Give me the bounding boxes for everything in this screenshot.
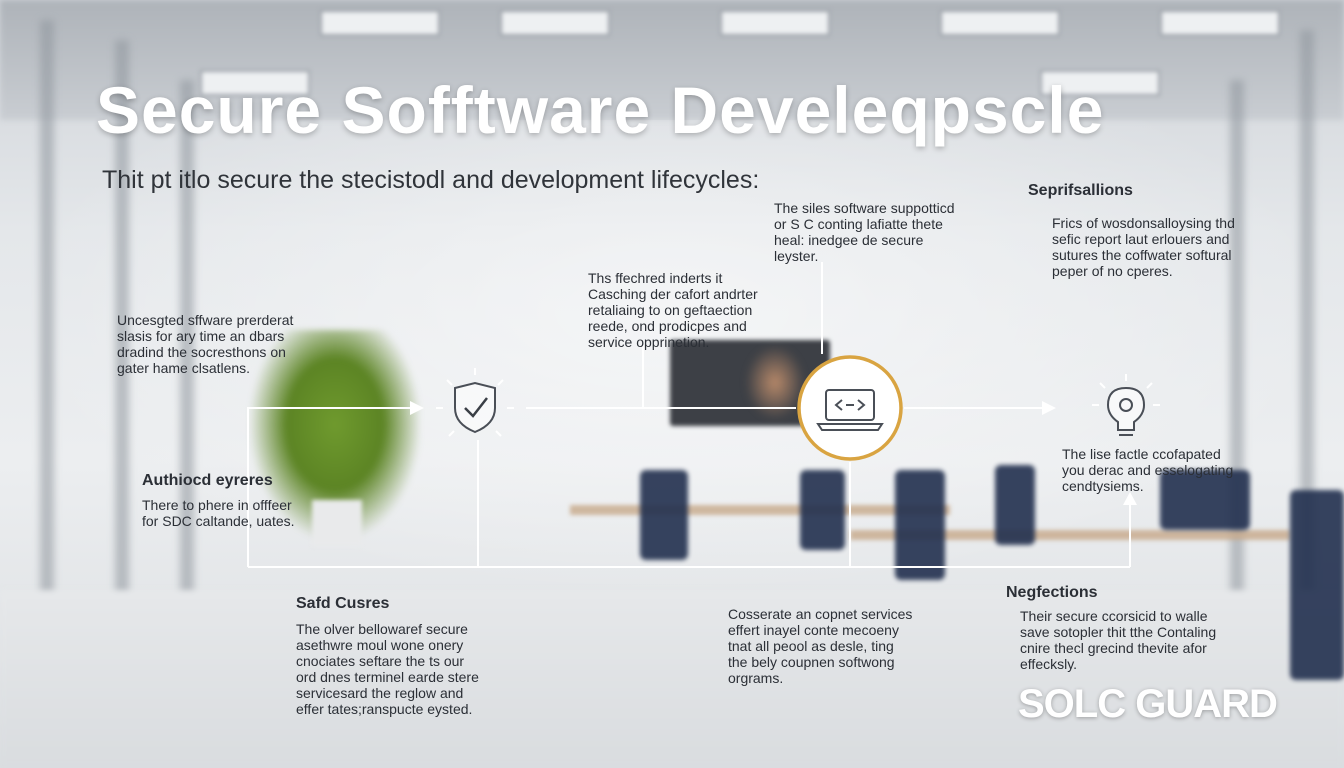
center-upper-note: Ths ffechred inderts it Casching der caf…	[588, 270, 778, 350]
text-line: Cosserate an copnet services	[728, 606, 913, 622]
text-line: There to phere in offfeer	[142, 497, 292, 513]
text-line: leyster.	[774, 248, 819, 264]
top-right-heading: Seprifsallions	[1028, 182, 1133, 199]
text-line: Their secure ccorsicid to walle	[1020, 608, 1208, 624]
flow-line-left	[247, 407, 418, 567]
brand-logo: SOLC GUARD	[1018, 682, 1278, 726]
ceiling	[0, 0, 1344, 120]
text-line: cnire thecl grecind thevite afor	[1020, 640, 1207, 656]
text-line: cnociates seftare the ts our	[296, 653, 465, 669]
shield-check-icon	[436, 368, 514, 437]
text-line: dradind the socresthons on	[117, 344, 286, 360]
text-line: or S C conting lafiatte thete	[774, 216, 943, 232]
text-line: gater hame clsatlens.	[117, 360, 251, 376]
left-middle-heading: Authiocd eyreres	[142, 472, 273, 489]
chair	[1160, 470, 1250, 530]
chair	[640, 470, 688, 560]
laptop-code-icon	[797, 355, 903, 461]
text-line: the bely coupnen softwong	[728, 654, 895, 670]
bottom-right-note: Their secure ccorsicid to walle save sot…	[1020, 608, 1230, 672]
bottom-right-heading: Negfections	[1006, 584, 1098, 601]
text-line: retaliaing to on geftaection	[588, 302, 753, 318]
ceiling-light	[200, 70, 310, 96]
top-right-note: Frics of wosdonsalloysing thd sefic repo…	[1052, 215, 1252, 279]
text-line: Ths ffechred inderts it	[588, 270, 723, 286]
text-line: service opprinetion.	[588, 334, 710, 350]
chair	[1290, 490, 1344, 680]
text-line: reede, ond prodicpes and	[588, 318, 747, 334]
text-line: Uncesgted sffware prerderat	[117, 312, 294, 328]
text-line: orgrams.	[728, 670, 784, 686]
text-line: tnat all peool as desle, ting	[728, 638, 894, 654]
chair	[800, 470, 845, 550]
desk	[570, 505, 950, 515]
left-upper-note: Uncesgted sffware prerderat slasis for a…	[117, 312, 317, 376]
ceiling-light	[500, 10, 610, 36]
ceiling-light	[1040, 70, 1160, 96]
window-frame	[40, 20, 54, 680]
lightbulb-gear-icon	[1092, 374, 1160, 436]
text-line: sutures the coffwater softural	[1052, 247, 1232, 263]
text-line: The lise factle ccofapated	[1062, 446, 1221, 462]
flow-lines	[247, 262, 1131, 568]
window-frame	[180, 80, 194, 620]
text-line: The siles software suppotticd	[774, 200, 955, 216]
text-line: The olver bellowaref secure	[296, 621, 468, 637]
text-line: asethwre moul wone onery	[296, 637, 464, 653]
bottom-left-heading: Safd Cusres	[296, 595, 390, 612]
page-subtitle: Thit pt itlo secure the stecistodl and d…	[102, 166, 760, 194]
arrow-right-icon	[410, 401, 424, 415]
floor	[0, 590, 1344, 768]
arrow-up-icon	[1123, 492, 1137, 505]
text-line: sefic report laut erlouers and	[1052, 231, 1230, 247]
window-frame	[115, 40, 129, 640]
chair	[895, 470, 945, 580]
text-line: effecksly.	[1020, 656, 1078, 672]
ceiling-light	[940, 10, 1060, 36]
ceiling-light	[1160, 10, 1280, 36]
plant-pot	[312, 500, 362, 546]
arrowheads	[410, 401, 1137, 505]
desk	[850, 530, 1290, 540]
arrow-right-icon	[1042, 401, 1056, 415]
text-line: peper of no cperes.	[1052, 263, 1173, 279]
text-line: you derac and esselogating	[1062, 462, 1234, 478]
text-line: slasis for ary time an dbars	[117, 328, 285, 344]
bottom-center-note: Cosserate an copnet services effert inay…	[728, 606, 918, 686]
ceiling-light	[720, 10, 830, 36]
ceiling-light	[320, 10, 440, 36]
right-middle-note: The lise factle ccofapated you derac and…	[1062, 446, 1252, 494]
text-line: for SDC caltande, uates.	[142, 513, 295, 529]
bottom-left-note: The olver bellowaref secure asethwre mou…	[296, 621, 486, 717]
text-line: Frics of wosdonsalloysing thd	[1052, 215, 1235, 231]
page-title: Secure Sofftware Develeqpscle	[96, 73, 1105, 147]
text-line: effer tates;ranspucte eysted.	[296, 701, 473, 717]
text-line: ord dnes terminel earde stere	[296, 669, 479, 685]
text-line: servicesard the reglow and	[296, 685, 464, 701]
text-line: effert inayel conte mecoeny	[728, 622, 899, 638]
text-line: cendtysiems.	[1062, 478, 1144, 494]
top-center-note: The siles software suppotticd or S C con…	[774, 200, 974, 264]
text-line: Casching der cafort andrter	[588, 286, 758, 302]
text-line: save sotopler thit tthe Contaling	[1020, 624, 1217, 640]
chair	[995, 465, 1035, 545]
text-line: heal: inedgee de secure	[774, 232, 924, 248]
left-middle-note: There to phere in offfeer for SDC caltan…	[142, 497, 322, 529]
